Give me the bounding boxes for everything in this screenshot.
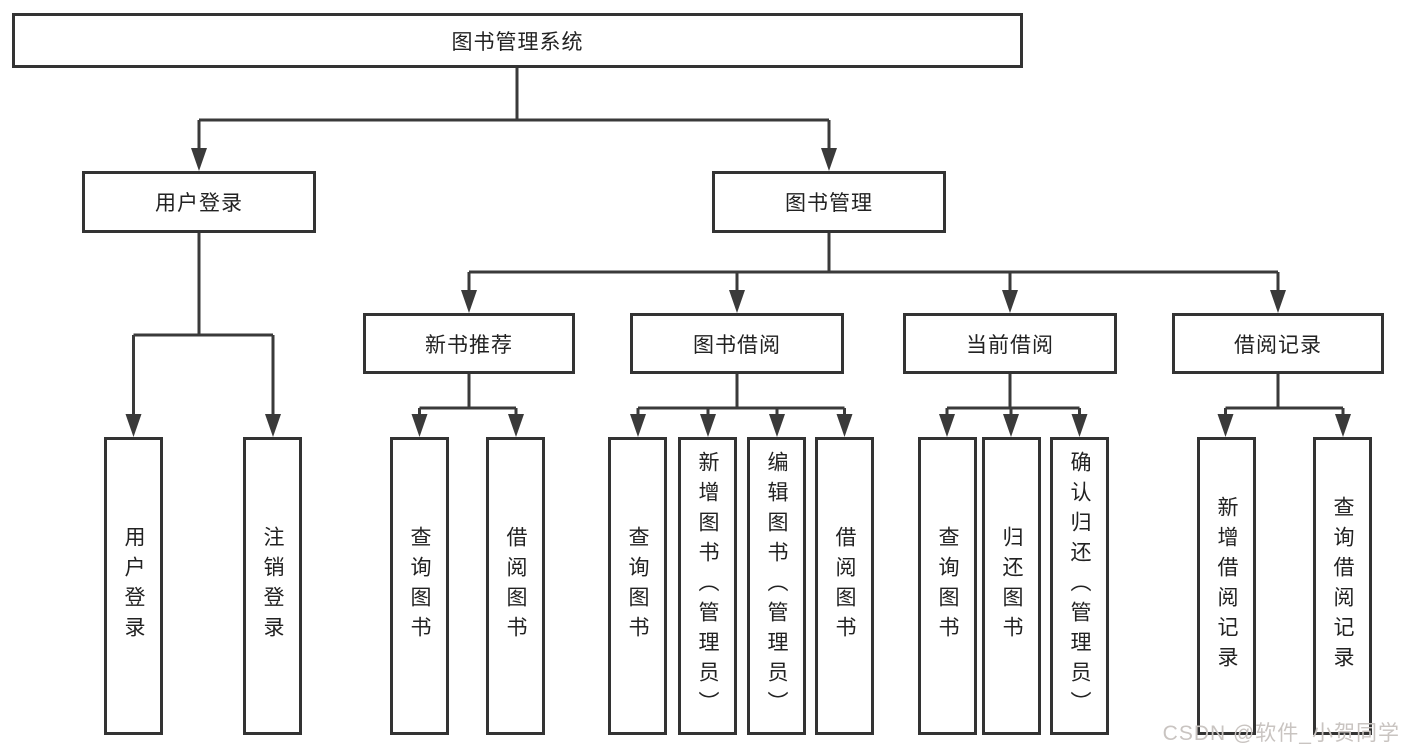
leaf-label: 注销登录: [261, 526, 284, 646]
leaf-confirm-return-admin: 确认归还（管理员）: [1050, 437, 1109, 735]
leaf-label: 借阅图书: [833, 526, 856, 646]
leaf-label: 编辑图书（管理员）: [765, 451, 788, 721]
node-library-system: 图书管理系统: [12, 13, 1023, 68]
node-new-book-recommend: 新书推荐: [363, 313, 575, 374]
connector-new-book-recommend-to-leaves: [418, 374, 518, 420]
leaf-label: 查询图书: [408, 526, 431, 646]
leaf-add-book-admin: 新增图书（管理员）: [678, 437, 737, 735]
leaf-label: 归还图书: [1000, 526, 1023, 646]
leaf-label: 查询图书: [936, 526, 959, 646]
leaf-query-books-recommend: 查询图书: [390, 437, 449, 735]
leaf-query-books-current: 查询图书: [918, 437, 977, 735]
connector-book-borrow-to-leaves: [636, 374, 846, 420]
arrowheads: [125, 148, 1351, 437]
watermark: CSDN @软件_小贺同学: [1162, 722, 1400, 745]
node-book-management: 图书管理: [712, 171, 946, 233]
node-user-login: 用户登录: [82, 171, 316, 233]
leaf-label: 确认归还（管理员）: [1068, 451, 1091, 721]
leaf-logout: 注销登录: [243, 437, 302, 735]
connector-book-management-to-level3: [467, 233, 1280, 294]
leaf-label: 用户登录: [122, 526, 145, 646]
leaf-label: 查询借阅记录: [1331, 496, 1354, 676]
connector-borrow-records-to-leaves: [1224, 374, 1345, 420]
leaf-label: 借阅图书: [504, 526, 527, 646]
connector-user-login-to-leaves: [132, 233, 275, 418]
leaf-query-borrow-record: 查询借阅记录: [1313, 437, 1372, 735]
connector-root-to-level2: [197, 68, 831, 152]
leaf-borrow-books-recommend: 借阅图书: [486, 437, 545, 735]
leaf-label: 新增借阅记录: [1215, 496, 1238, 676]
node-book-borrow: 图书借阅: [630, 313, 844, 374]
leaf-label: 新增图书（管理员）: [696, 451, 719, 721]
leaf-query-books-borrow: 查询图书: [608, 437, 667, 735]
connector-current-borrow-to-leaves: [945, 374, 1081, 420]
leaf-add-borrow-record: 新增借阅记录: [1197, 437, 1256, 735]
leaf-label: 查询图书: [626, 526, 649, 646]
leaf-return-books: 归还图书: [982, 437, 1041, 735]
leaf-user-login: 用户登录: [104, 437, 163, 735]
node-borrow-records: 借阅记录: [1172, 313, 1384, 374]
node-current-borrow: 当前借阅: [903, 313, 1117, 374]
leaf-edit-book-admin: 编辑图书（管理员）: [747, 437, 806, 735]
leaf-borrow-books: 借阅图书: [815, 437, 874, 735]
